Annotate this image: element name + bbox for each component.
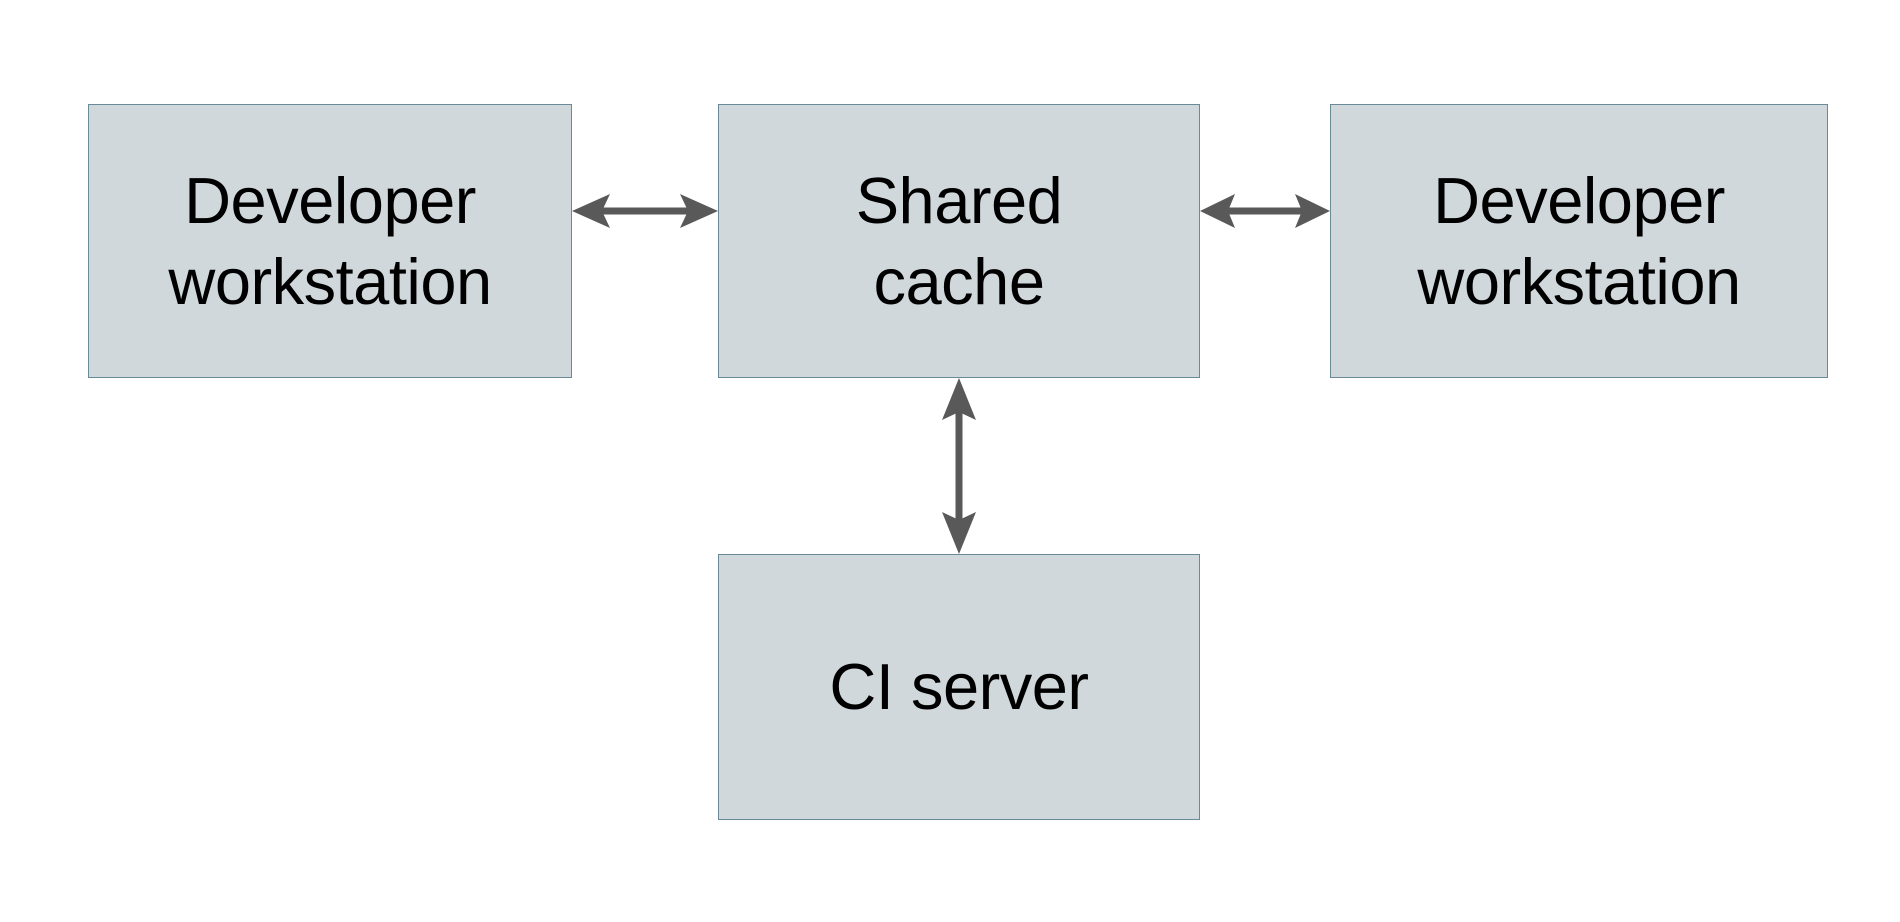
edge-developer-left-to-shared-cache[interactable] <box>572 181 718 241</box>
arrowhead-left-icon <box>1200 194 1235 228</box>
node-label: Developer workstation <box>1417 163 1741 318</box>
node-developer-workstation-left[interactable]: Developer workstation <box>88 104 572 378</box>
node-label: Developer workstation <box>168 163 492 318</box>
node-ci-server[interactable]: CI server <box>718 554 1200 820</box>
arrowhead-right-icon <box>680 194 718 228</box>
edge-shared-cache-to-ci-server[interactable] <box>929 378 989 554</box>
node-shared-cache[interactable]: Shared cache <box>718 104 1200 378</box>
arrowhead-down-icon <box>942 512 976 554</box>
arrowhead-left-icon <box>572 194 610 228</box>
edge-shared-cache-to-developer-right[interactable] <box>1200 181 1330 241</box>
node-label: Shared cache <box>855 163 1063 318</box>
node-label: CI server <box>829 650 1089 724</box>
node-developer-workstation-right[interactable]: Developer workstation <box>1330 104 1828 378</box>
arrowhead-up-icon <box>942 378 976 420</box>
arrowhead-right-icon <box>1295 194 1330 228</box>
